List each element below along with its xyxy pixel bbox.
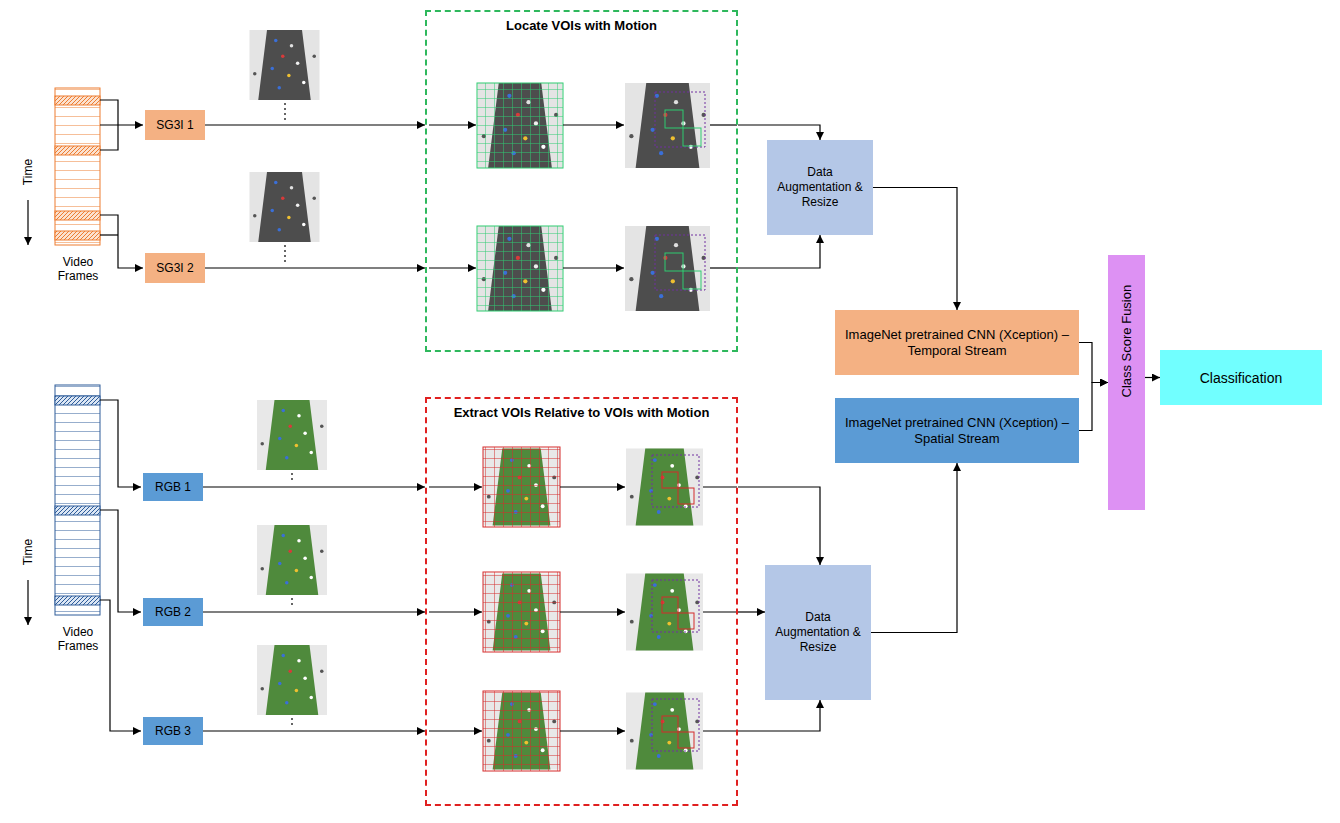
caption-label: Video Frames <box>51 625 105 653</box>
node-label: Data Augmentation & Resize <box>771 165 869 210</box>
flow-arrow <box>738 700 820 731</box>
flow-arrow <box>205 124 425 125</box>
augment-box: Data Augmentation & Resize <box>765 565 871 700</box>
flow-arrow <box>205 267 425 268</box>
axis-label: Time <box>21 532 35 572</box>
augment-box: Data Augmentation & Resize <box>767 140 873 235</box>
node-label: RGB 2 <box>155 605 191 620</box>
cnn-box: ImageNet pretrained CNN (Xception) – Spa… <box>835 398 1079 463</box>
flow-arrow <box>1145 377 1160 378</box>
node-label: Class Score Fusion <box>1119 368 1135 397</box>
flow-arrow <box>873 188 957 311</box>
node-label: ImageNet pretrained CNN (Xception) – Spa… <box>839 415 1075 447</box>
flow-arrow <box>871 463 957 633</box>
node-label: RGB 3 <box>155 724 191 739</box>
flow-arrow <box>738 235 820 268</box>
output-box: Classification <box>1160 350 1322 405</box>
node-label: ImageNet pretrained CNN (Xception) – Tem… <box>839 327 1075 359</box>
sg3i-box: SG3I 2 <box>145 253 205 283</box>
fusion-bar: Class Score Fusion <box>1108 255 1145 510</box>
flow-arrow <box>203 730 425 731</box>
axis-label: Time <box>21 152 35 192</box>
rgb-box: RGB 3 <box>143 717 203 745</box>
dashed-region: Extract VOIs Relative to VOIs with Motio… <box>425 397 738 806</box>
flow-arrow <box>203 486 425 487</box>
flow-arrow <box>738 487 820 565</box>
flow-arrow <box>1079 383 1108 431</box>
dashed-region: Locate VOIs with Motion <box>425 10 738 352</box>
branch-wires <box>100 100 143 731</box>
node-label: SG3I 1 <box>156 118 193 133</box>
node-label: Data Augmentation & Resize <box>769 610 867 655</box>
frame-thumbnails <box>250 30 328 727</box>
region-heading: Extract VOIs Relative to VOIs with Motio… <box>454 405 710 421</box>
flow-arrow <box>1079 343 1108 383</box>
flow-arrow <box>738 125 820 140</box>
voi-images <box>625 83 710 770</box>
cnn-box: ImageNet pretrained CNN (Xception) – Tem… <box>835 310 1079 375</box>
region-heading: Locate VOIs with Motion <box>506 18 657 34</box>
inner-arrows <box>429 125 737 731</box>
rgb-box: RGB 2 <box>143 598 203 626</box>
node-label: Classification <box>1200 370 1282 386</box>
frame-strip <box>55 88 100 615</box>
rgb-box: RGB 1 <box>143 473 203 501</box>
sg3i-box: SG3I 1 <box>145 110 205 140</box>
node-label: SG3I 2 <box>156 261 193 276</box>
caption-label: Video Frames <box>51 255 105 283</box>
grid-images <box>477 83 563 771</box>
flow-arrow <box>203 611 425 612</box>
flow-arrow <box>738 611 765 612</box>
node-label: RGB 1 <box>155 480 191 495</box>
